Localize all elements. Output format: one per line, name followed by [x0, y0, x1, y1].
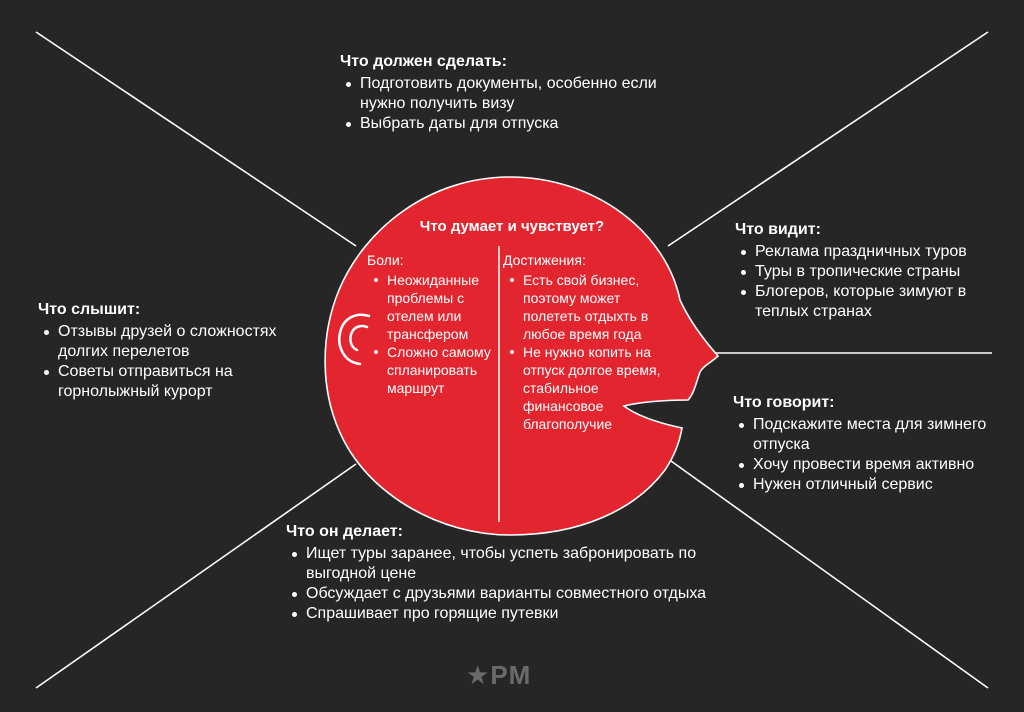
list-item: Спрашивает про горящие путевки: [286, 604, 731, 624]
divider-line-bottom-right: [663, 455, 989, 689]
divider-line-top-left: [35, 31, 357, 247]
does-section: Что он делает: Ищет туры заранее, чтобы …: [286, 522, 731, 624]
ear-icon: [338, 313, 371, 366]
sees-title: Что видит:: [735, 221, 821, 238]
logo-text: PM: [490, 660, 532, 690]
must-do-section: Что должен сделать: Подготовить документ…: [340, 52, 700, 134]
list-item: Выбрать даты для отпуска: [340, 114, 700, 134]
gains-column: Достижения: Есть свой бизнес, поэтому мо…: [503, 251, 663, 433]
list-item: Нужен отличный сервис: [733, 475, 1023, 495]
divider-line-top-right: [667, 31, 989, 247]
ear-inner-icon: [349, 324, 369, 352]
list-item: Сложно самому спланировать маршрут: [367, 343, 497, 397]
star-icon: ★: [466, 660, 491, 690]
says-list: Подскажите места для зимнего отпуска Хоч…: [733, 415, 1023, 495]
list-item: Отзывы друзей о сложностях долгих переле…: [38, 322, 323, 362]
sees-section: Что видит: Реклама праздничных туров Тур…: [735, 220, 1015, 322]
list-item: Ищет туры заранее, чтобы успеть забронир…: [286, 544, 731, 584]
list-item: Неожиданные проблемы с отелем или трансф…: [367, 271, 497, 343]
pains-column: Боли: Неожиданные проблемы с отелем или …: [367, 251, 497, 397]
gains-label: Достижения:: [503, 252, 586, 268]
hears-list: Отзывы друзей о сложностях долгих переле…: [38, 322, 323, 402]
says-section: Что говорит: Подскажите места для зимнег…: [733, 393, 1023, 495]
list-item: Подготовить документы, особенно если нуж…: [340, 74, 700, 114]
does-list: Ищет туры заранее, чтобы успеть забронир…: [286, 544, 731, 624]
must-do-title: Что должен сделать:: [340, 53, 507, 70]
list-item: Туры в тропические страны: [735, 262, 1015, 282]
says-title: Что говорит:: [733, 394, 835, 411]
does-title: Что он делает:: [286, 523, 403, 540]
hears-title: Что слышит:: [38, 301, 141, 318]
thinks-feels-title: Что думает и чувствует?: [419, 218, 605, 235]
list-item: Обсуждает с друзьями варианты совместног…: [286, 584, 731, 604]
gains-list: Есть свой бизнес, поэтому может полететь…: [503, 271, 663, 433]
list-item: Блогеров, которые зимуют в теплых страна…: [735, 282, 1015, 322]
list-item: Подскажите места для зимнего отпуска: [733, 415, 1023, 455]
list-item: Есть свой бизнес, поэтому может полететь…: [503, 271, 663, 343]
head-silhouette: [324, 176, 720, 536]
list-item: Хочу провести время активно: [733, 455, 1023, 475]
hears-section: Что слышит: Отзывы друзей о сложностях д…: [38, 300, 323, 402]
list-item: Советы отправиться на горнолыжный курорт: [38, 362, 323, 402]
must-do-list: Подготовить документы, особенно если нуж…: [340, 74, 700, 134]
list-item: Реклама праздничных туров: [735, 242, 1015, 262]
pains-list: Неожиданные проблемы с отелем или трансф…: [367, 271, 497, 397]
sees-list: Реклама праздничных туров Туры в тропиче…: [735, 242, 1015, 322]
divider-line-bottom-left: [35, 463, 357, 689]
pm-logo: ★PM: [466, 660, 531, 691]
pains-label: Боли:: [367, 252, 404, 268]
list-item: Не нужно копить на отпуск долгое время, …: [503, 343, 663, 433]
